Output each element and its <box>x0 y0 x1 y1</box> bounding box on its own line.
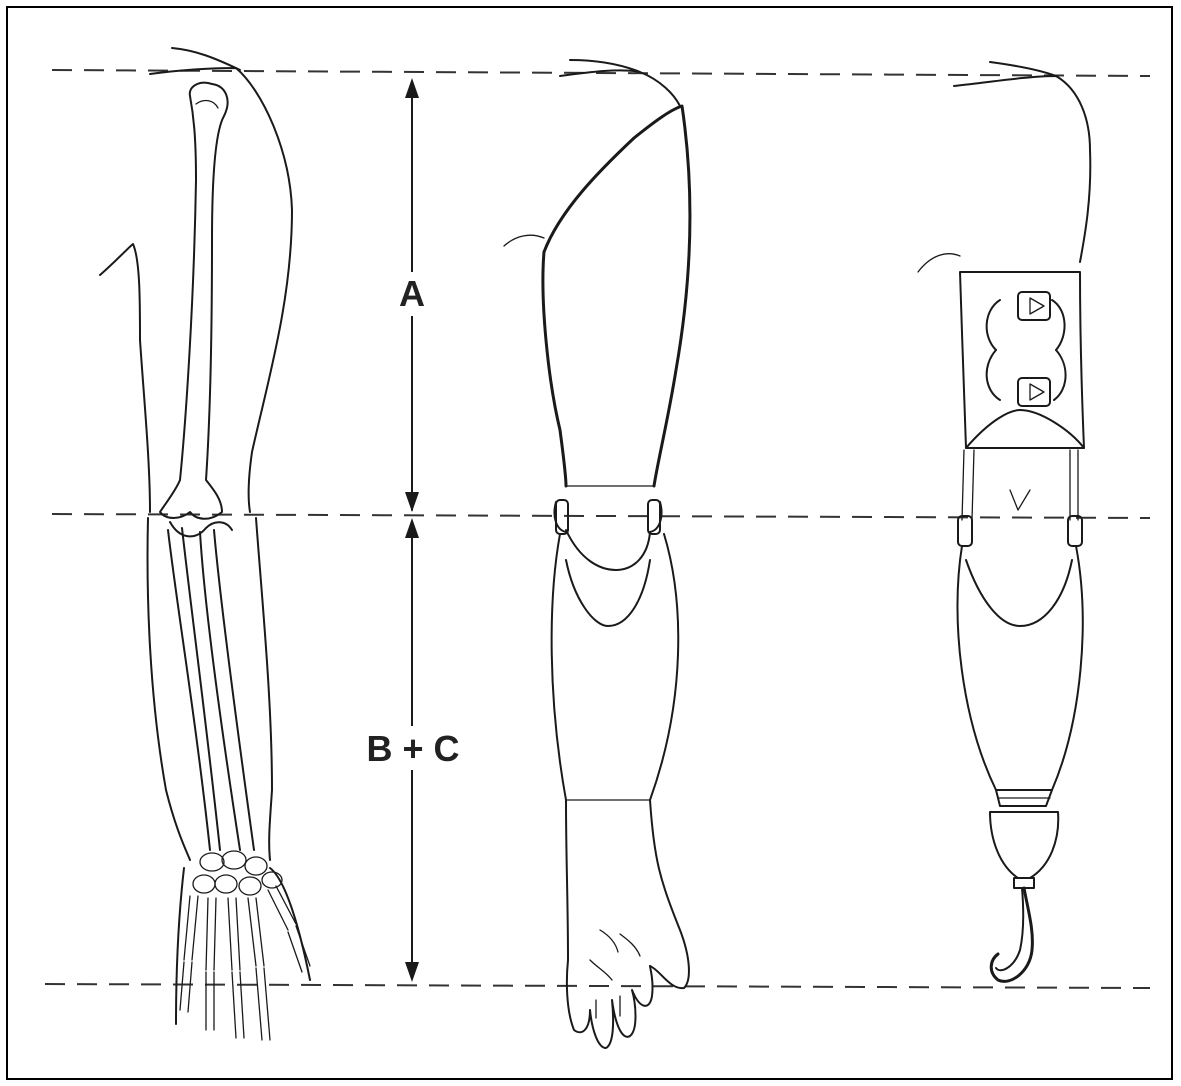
arm-skeleton <box>100 48 310 1040</box>
arm-with-hook-prosthesis <box>918 62 1090 981</box>
arm-with-cosmetic-prosthesis <box>504 60 690 1048</box>
fingertip-reference-line <box>45 984 1150 988</box>
label-b-plus-c: B + C <box>366 728 459 769</box>
label-a: A <box>399 273 425 314</box>
